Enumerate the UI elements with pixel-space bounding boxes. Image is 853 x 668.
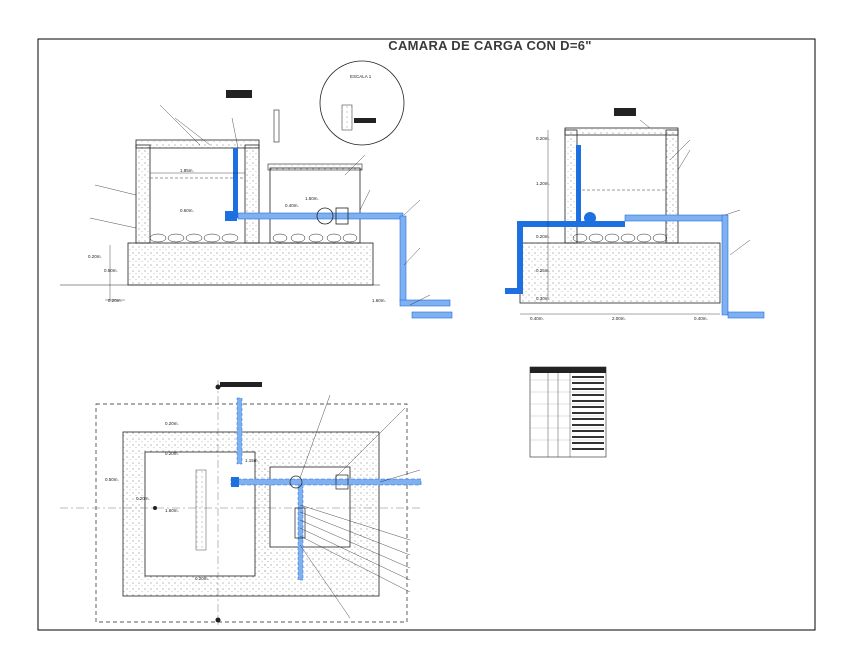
section-a-longitudinal: ESCALA 1 1.85m. 0.60m. 1.50m. 0.20m. 0.5… — [60, 60, 453, 319]
section-a-mid-wall — [244, 144, 260, 244]
section-b-foundation — [519, 242, 721, 304]
section-b-dim-2: 1.20m. — [536, 181, 550, 186]
section-a-dim-3: 1.50m. — [305, 196, 319, 201]
drawing-title: CAMARA DE CARGA CON D=6" — [388, 38, 592, 53]
plan-dim-2: 0.50m. — [105, 477, 119, 482]
section-b-dim-1: 0.20m. — [536, 136, 550, 141]
section-a-gate-valve — [316, 207, 334, 225]
plan-drain-pipe — [297, 484, 304, 581]
plan-view: 0.20m. 0.50m. 0.20m. 1.60m. 0.20m. 1.15m… — [60, 380, 422, 625]
section-a-detail-circle — [319, 60, 405, 146]
section-b-dim-6: 0.40m. — [530, 316, 544, 321]
section-a-dim-4: 0.20m. — [88, 254, 102, 259]
plan-dim-7: 0.20m. — [195, 576, 209, 581]
section-a-top-slab — [135, 139, 260, 149]
sheet-border — [37, 38, 816, 631]
plan-dim-3: 0.20m. — [136, 496, 150, 501]
plan-outer-dashed — [95, 403, 408, 623]
section-b-dim-3: 0.20m. — [536, 234, 550, 239]
plan-dim-4: 1.60m. — [165, 508, 179, 513]
section-a-dim-1: 1.85m. — [180, 168, 194, 173]
section-b-vertical-pipe — [576, 145, 581, 225]
section-a-dim-8: 1.60m. — [372, 298, 386, 303]
section-b-top-slab — [564, 127, 679, 136]
section-a-inlet-pipe-vertical — [233, 148, 238, 218]
section-a-foundation — [127, 242, 374, 286]
section-b-dim-7: 2.00m. — [612, 316, 626, 321]
section-b-transversal: 0.20m. 1.20m. 0.20m. 0.25m. 0.30m. 0.40m… — [505, 108, 765, 321]
section-a-valve-box — [269, 167, 361, 244]
section-a-detail-label: ESCALA 1 — [350, 74, 372, 79]
plan-inlet-pipe — [236, 397, 243, 465]
section-b-right-wall — [665, 129, 679, 244]
plan-valve-1 — [289, 475, 303, 489]
section-a-dim-7: 0.40m. — [285, 203, 299, 208]
section-b-dim-4: 0.25m. — [536, 268, 550, 273]
plan-outlet-pipe — [230, 478, 422, 486]
legend-table — [529, 366, 607, 458]
section-b-horizontal-pipe — [520, 221, 625, 227]
plan-dim-5: 0.20m. — [165, 451, 179, 456]
section-a-outlet-vertical — [399, 215, 407, 302]
section-b-dim-8: 0.40m. — [694, 316, 708, 321]
section-a-outlet-pipe — [237, 212, 404, 220]
plan-dim-6: 1.15m. — [245, 458, 259, 463]
section-b-dim-5: 0.30m. — [536, 296, 550, 301]
section-a-dim-5: 0.50m. — [104, 268, 118, 273]
section-a-left-wall — [135, 144, 151, 244]
section-a-dim-6: 0.20m. — [108, 298, 122, 303]
section-a-dim-2: 0.60m. — [180, 208, 194, 213]
plan-dim-1: 0.20m. — [165, 421, 179, 426]
